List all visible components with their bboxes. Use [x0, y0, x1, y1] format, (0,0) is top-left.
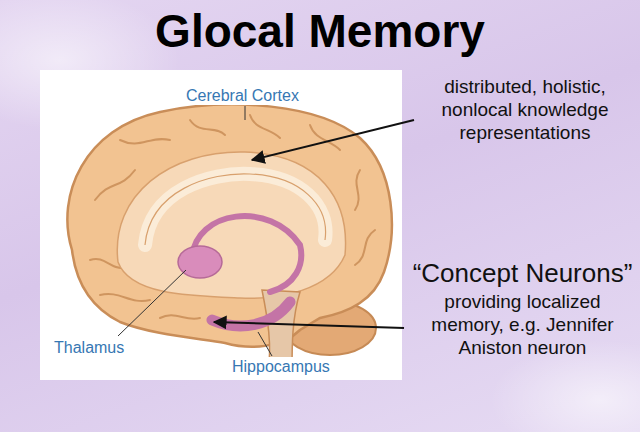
- image-panel: [40, 70, 402, 380]
- part-label: Cerebral Cortex: [184, 86, 301, 105]
- callout-arrow: [214, 322, 404, 328]
- callout-heading: “Concept Neurons”: [410, 258, 635, 289]
- brain-outline: [67, 105, 391, 347]
- medial-surface: [117, 152, 345, 298]
- leader-line: [245, 106, 246, 120]
- callout-note: providing localized memory, e.g. Jennife…: [410, 291, 635, 359]
- part-label: Thalamus: [52, 338, 126, 357]
- thalamus: [178, 246, 222, 278]
- part-label: Hippocampus: [230, 357, 332, 376]
- callout-note: distributed, holistic, nonlocal knowledg…: [420, 76, 630, 144]
- corpus-callosum-edge: [145, 174, 326, 245]
- corpus-callosum: [145, 174, 326, 245]
- callout-arrow: [252, 120, 414, 160]
- slide-title: Glocal Memory: [0, 4, 640, 58]
- leader-line: [258, 332, 272, 356]
- gyri: [90, 115, 375, 319]
- leader-line: [118, 270, 186, 336]
